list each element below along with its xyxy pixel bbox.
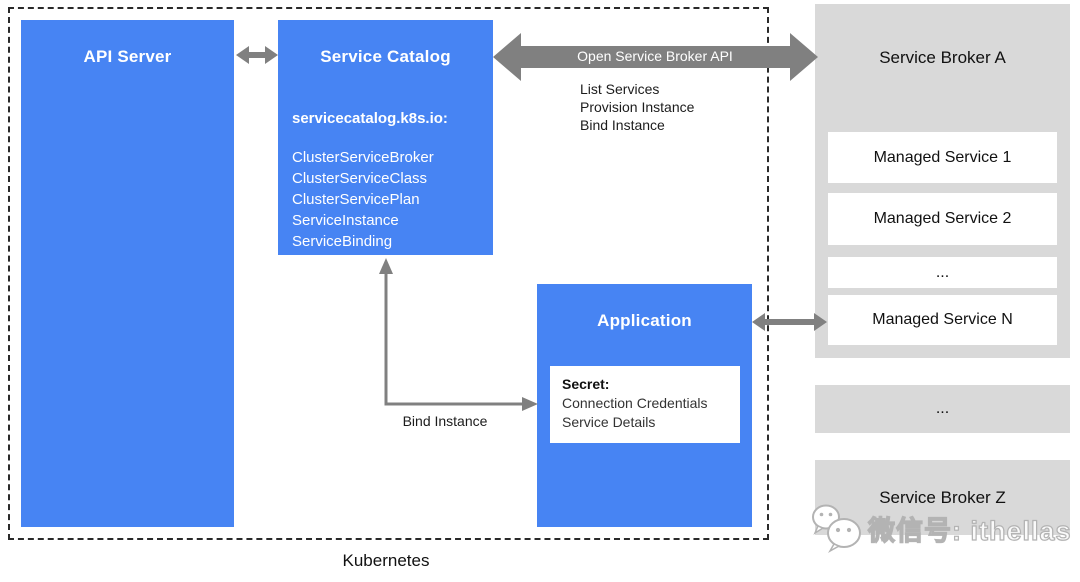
watermark: 微信号: ithellas (808, 500, 1072, 556)
service-catalog-api-group: servicecatalog.k8s.io: (292, 110, 448, 127)
kubernetes-label: Kubernetes (342, 551, 430, 570)
osb-op-bind-instance: Bind Instance (580, 117, 665, 133)
api-server-box: API Server (21, 20, 234, 527)
service-catalog-box: Service Catalog servicecatalog.k8s.io: C… (278, 20, 493, 255)
watermark-text: 微信号: ithellas (867, 515, 1072, 546)
broker-ellipsis-panel: ... (815, 385, 1070, 433)
osb-operations-list: List Services Provision Instance Bind In… (580, 80, 694, 134)
open-service-broker-api-label: Open Service Broker API (577, 48, 733, 64)
service-broker-z-panel: Service Broker Z (815, 460, 1070, 535)
secret-line-service-details: Service Details (562, 414, 656, 430)
service-broker-a-panel: Service Broker A Managed Service 1 Manag… (815, 4, 1070, 358)
service-broker-a-title: Service Broker A (879, 48, 1006, 67)
application-box: Application Secret: Connection Credentia… (537, 284, 752, 527)
secret-box: Secret: Connection Credentials Service D… (550, 366, 740, 443)
kubernetes-cluster-boundary (8, 7, 769, 540)
resource-service-instance: ServiceInstance (292, 212, 399, 229)
resource-service-binding: ServiceBinding (292, 233, 393, 250)
resource-cluster-service-broker: ClusterServiceBroker (292, 149, 434, 166)
managed-service-1-box: Managed Service 1 (828, 132, 1057, 183)
secret-title: Secret: (562, 376, 610, 392)
managed-service-n-box: Managed Service N (828, 295, 1057, 345)
wechat-icon (812, 504, 861, 553)
resource-cluster-service-class: ClusterServiceClass (292, 170, 428, 187)
resource-cluster-service-plan: ClusterServicePlan (292, 191, 420, 208)
service-catalog-resource-list: ClusterServiceBroker ClusterServiceClass… (292, 147, 434, 252)
api-server-title: API Server (83, 47, 172, 66)
bind-instance-arrow-label: Bind Instance (402, 413, 488, 429)
service-catalog-title: Service Catalog (320, 47, 451, 66)
osb-op-provision-instance: Provision Instance (580, 99, 695, 115)
managed-service-ellipsis-box: ... (828, 257, 1057, 288)
managed-service-2-box: Managed Service 2 (828, 193, 1057, 245)
secret-line-connection-credentials: Connection Credentials (562, 395, 708, 411)
application-title: Application (597, 311, 692, 330)
osb-op-list-services: List Services (580, 81, 660, 97)
